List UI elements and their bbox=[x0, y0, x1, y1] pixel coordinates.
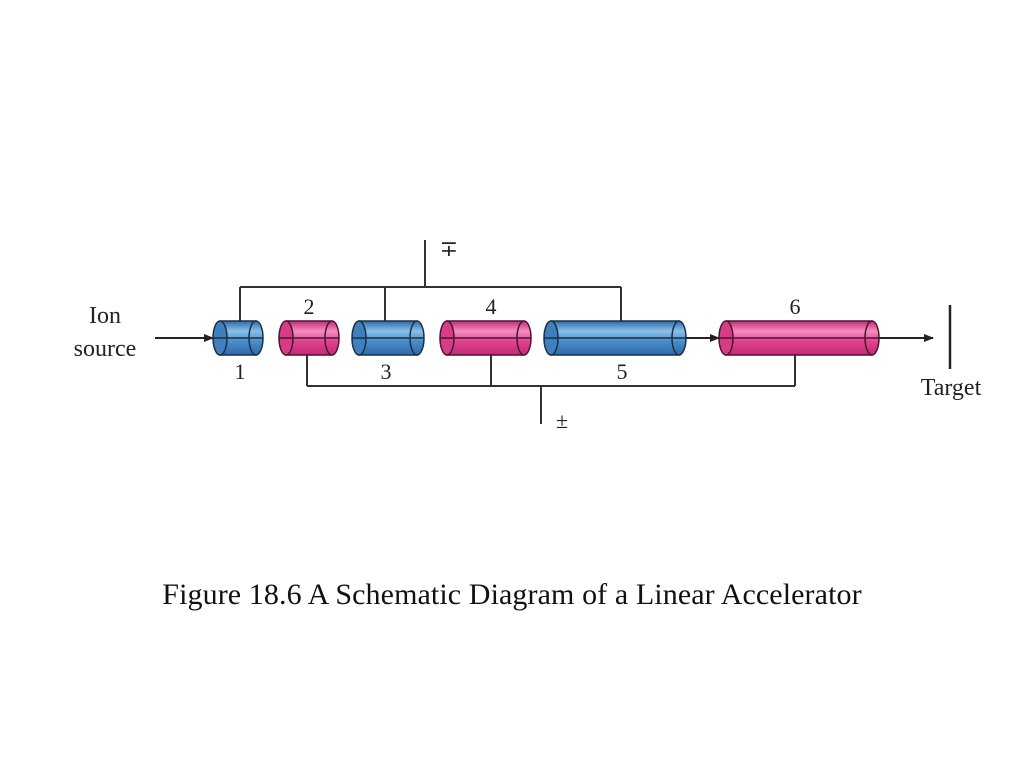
drift-tube-2 bbox=[278, 320, 340, 356]
drift-tube-3 bbox=[351, 320, 425, 356]
bottom-bus-wires bbox=[306, 354, 796, 424]
tube-label-5: 5 bbox=[617, 359, 628, 384]
target-label: Target bbox=[921, 375, 982, 401]
figure-caption: Figure 18.6 A Schematic Diagram of a Lin… bbox=[162, 578, 862, 611]
top-polarity-symbol: ∓ bbox=[440, 236, 458, 261]
drift-tube-6 bbox=[718, 320, 880, 356]
tube-label-6: 6 bbox=[790, 294, 801, 319]
drift-tube-5 bbox=[543, 320, 687, 356]
ion-source-label-line2: source bbox=[74, 336, 137, 362]
drift-tube-1 bbox=[212, 320, 264, 356]
drift-tube-4 bbox=[439, 320, 532, 356]
tube-label-2: 2 bbox=[304, 294, 315, 319]
linear-accelerator-diagram: 1 2 3 4 5 6 ∓ ± Ion source Target bbox=[74, 236, 982, 433]
bottom-polarity-symbol: ± bbox=[556, 408, 568, 433]
tube-label-4: 4 bbox=[486, 294, 497, 319]
ion-source-label-line1: Ion bbox=[89, 303, 121, 329]
top-bus-wires bbox=[239, 240, 622, 322]
tube-label-1: 1 bbox=[235, 359, 246, 384]
tube-label-3: 3 bbox=[381, 359, 392, 384]
